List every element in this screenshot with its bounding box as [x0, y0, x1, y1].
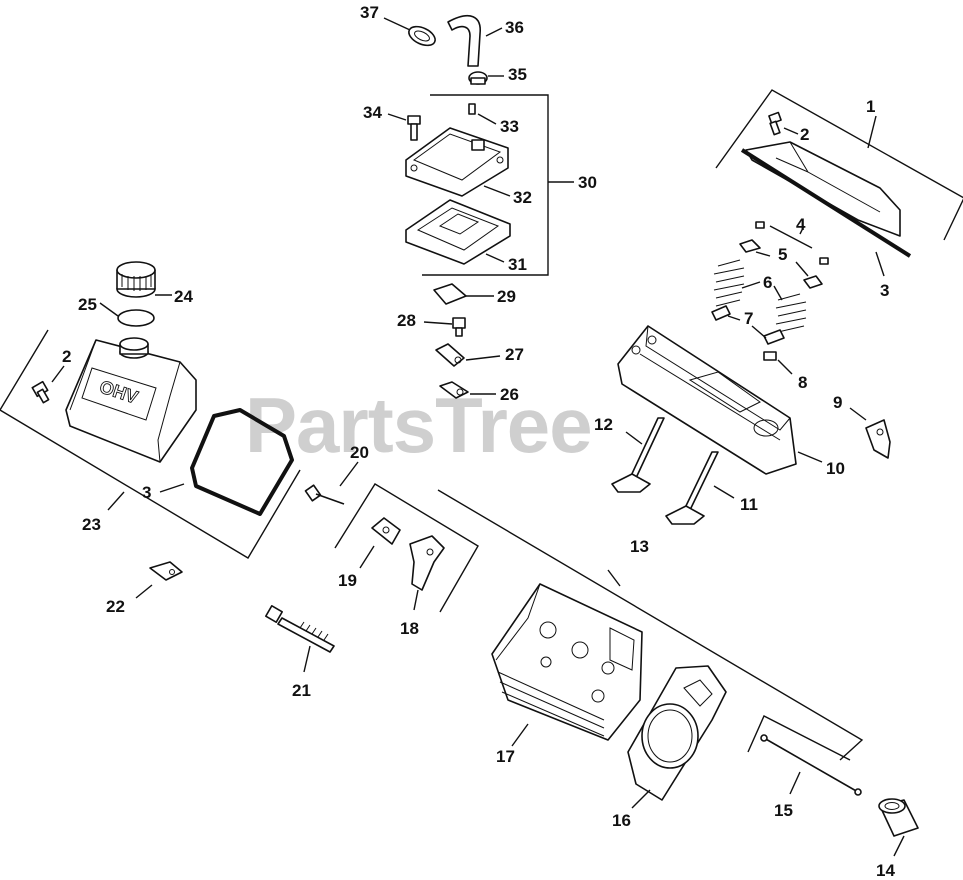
callout-34: 34: [363, 103, 382, 122]
callout-1: 1: [866, 97, 875, 116]
callout-11: 11: [740, 495, 758, 514]
part-17-cylinder-head: [491, 583, 643, 741]
part-25-o-ring: [117, 309, 155, 327]
callout-9: 9: [833, 393, 842, 412]
part-27-bracket: [435, 343, 465, 367]
part-7-valve-seals: [711, 305, 785, 345]
callout-15: 15: [774, 801, 793, 820]
part-3-gasket-right: [740, 148, 912, 258]
part-19-pivot: [371, 517, 401, 545]
part-16-head-gasket: [627, 665, 727, 801]
callout-20: 20: [350, 443, 369, 462]
part-3-gasket-left: [190, 408, 294, 516]
part-26-bracket: [439, 381, 469, 399]
callout-10: 10: [826, 459, 845, 478]
callout-3-right: 3: [880, 281, 889, 300]
callout-22: 22: [106, 597, 125, 616]
part-2-screw-left: [31, 380, 50, 404]
part-9-bracket: [865, 419, 891, 459]
callout-33: 33: [500, 117, 519, 136]
part-31-breather-plate: [405, 199, 511, 265]
part-35-clamp: [468, 71, 488, 85]
callout-5: 5: [778, 245, 787, 264]
callout-7: 7: [744, 309, 753, 328]
callout-12: 12: [594, 415, 613, 434]
part-22-clip: [149, 561, 183, 581]
part-8-valve-guide: [763, 351, 777, 361]
part-37-clamp: [408, 25, 436, 47]
callout-16: 16: [612, 811, 631, 830]
callout-18: 18: [400, 619, 419, 638]
part-29-reed: [433, 283, 467, 305]
callout-32: 32: [513, 188, 532, 207]
part-4-keepers: [755, 221, 829, 265]
callout-2-right: 2: [800, 125, 809, 144]
callout-8: 8: [798, 373, 807, 392]
watermark: PartsTree: [245, 381, 592, 469]
callout-30: 30: [578, 173, 597, 192]
part-21-bolt: [265, 605, 335, 653]
part-12-exhaust-valve: [611, 417, 665, 493]
callout-28: 28: [397, 311, 416, 330]
part-11-intake-valve: [665, 451, 719, 525]
part-15-push-rod: [760, 734, 862, 796]
part-18-rocker-arm: [409, 535, 445, 591]
part-10-cylinder-head-block: [617, 325, 797, 475]
part-20-bolt: [304, 484, 345, 505]
part-2-screw-right: [768, 111, 782, 136]
part-32-breather-cover: [405, 127, 509, 197]
callout-27: 27: [505, 345, 524, 364]
callout-labels: 37 36 35 34 33 32 31 30 29 28 27 26 25 2…: [62, 3, 895, 880]
part-6-valve-springs: [713, 259, 807, 333]
callout-13: 13: [630, 537, 649, 556]
callout-25: 25: [78, 295, 97, 314]
part-5-retainers: [739, 239, 823, 289]
part-28-screw: [452, 317, 466, 337]
callout-37: 37: [360, 3, 379, 22]
callout-4: 4: [796, 215, 806, 234]
part-33-pin: [468, 103, 476, 115]
callout-6: 6: [763, 273, 772, 292]
callout-26: 26: [500, 385, 519, 404]
callout-2-left: 2: [62, 347, 71, 366]
part-14-tappet: [878, 798, 919, 837]
callout-14: 14: [876, 861, 895, 880]
callout-17: 17: [496, 747, 515, 766]
part-23-valve-cover: OHV: [65, 337, 197, 463]
callout-29: 29: [497, 287, 516, 306]
part-24-oil-fill-cap: [116, 261, 156, 298]
callout-23: 23: [82, 515, 101, 534]
callout-21: 21: [292, 681, 311, 700]
callout-24: 24: [174, 287, 193, 306]
callout-36: 36: [505, 18, 524, 37]
part-1-rocker-cover: [745, 141, 901, 237]
callout-19: 19: [338, 571, 357, 590]
part-36-breather-hose: [447, 14, 481, 67]
callout-31: 31: [508, 255, 527, 274]
part-34-screw: [407, 115, 421, 141]
callout-3-left: 3: [142, 483, 151, 502]
callout-35: 35: [508, 65, 527, 84]
